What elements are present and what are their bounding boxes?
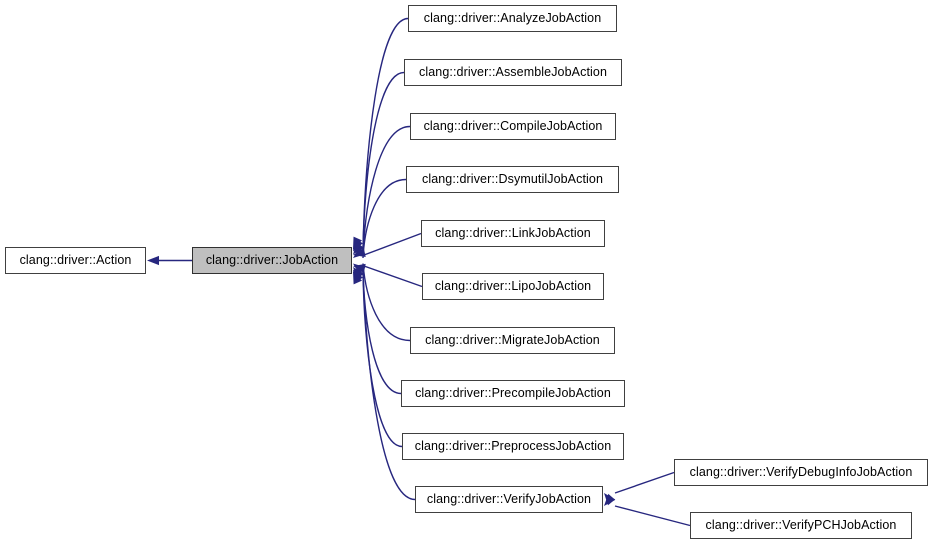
arrowhead-compile-to-jobaction — [353, 242, 365, 255]
class-node-label: clang::driver::JobAction — [205, 253, 339, 268]
class-node-assemble[interactable]: clang::driver::AssembleJobAction — [404, 59, 622, 86]
arrowhead-verify-to-jobaction — [353, 271, 363, 285]
class-node-verify[interactable]: clang::driver::VerifyJobAction — [415, 486, 603, 513]
edge-assemble-to-jobaction — [362, 71, 405, 252]
arrowhead-verifypch-to-verify — [604, 493, 616, 506]
edge-precompile-to-jobaction — [362, 266, 402, 395]
class-node-label: clang::driver::Action — [19, 253, 132, 268]
class-node-label: clang::driver::AnalyzeJobAction — [423, 11, 602, 26]
class-node-precompile[interactable]: clang::driver::PrecompileJobAction — [401, 380, 625, 407]
class-node-label: clang::driver::CompileJobAction — [423, 119, 603, 134]
class-node-label: clang::driver::LinkJobAction — [435, 226, 591, 241]
class-node-lipo[interactable]: clang::driver::LipoJobAction — [422, 273, 604, 300]
edge-compile-to-jobaction — [362, 125, 411, 255]
class-node-compile[interactable]: clang::driver::CompileJobAction — [410, 113, 616, 140]
class-node-action[interactable]: clang::driver::Action — [5, 247, 146, 274]
class-node-label: clang::driver::AssembleJobAction — [418, 65, 607, 80]
arrowhead-dsymutil-to-jobaction — [353, 246, 366, 258]
class-node-label: clang::driver::DsymutilJobAction — [421, 172, 604, 187]
arrowhead-link-to-jobaction — [353, 247, 366, 257]
edge-verifydebuginfo-to-verify — [614, 471, 675, 494]
class-node-jobaction[interactable]: clang::driver::JobAction — [192, 247, 352, 274]
arrowhead-lipo-to-jobaction — [353, 263, 366, 273]
edge-migrate-to-jobaction — [362, 263, 411, 342]
edge-lipo-to-jobaction — [363, 265, 423, 288]
arrowhead-verifydebuginfo-to-verify — [604, 493, 616, 506]
class-node-label: clang::driver::PreprocessJobAction — [414, 439, 612, 454]
edge-verifypch-to-verify — [614, 505, 691, 527]
class-node-preprocess[interactable]: clang::driver::PreprocessJobAction — [402, 433, 624, 460]
class-node-link[interactable]: clang::driver::LinkJobAction — [421, 220, 605, 247]
class-node-verifydebuginfo[interactable]: clang::driver::VerifyDebugInfoJobAction — [674, 459, 928, 486]
arrowhead-assemble-to-jobaction — [353, 238, 363, 252]
class-node-label: clang::driver::VerifyPCHJobAction — [705, 518, 897, 533]
arrowhead-migrate-to-jobaction — [353, 263, 366, 275]
class-node-verifypch[interactable]: clang::driver::VerifyPCHJobAction — [690, 512, 912, 539]
class-node-label: clang::driver::MigrateJobAction — [425, 333, 600, 348]
arrowhead-jobaction-to-action — [147, 255, 159, 266]
class-node-analyze[interactable]: clang::driver::AnalyzeJobAction — [408, 5, 617, 32]
arrowhead-precompile-to-jobaction — [353, 267, 365, 280]
class-node-label: clang::driver::VerifyDebugInfoJobAction — [689, 465, 913, 480]
class-node-migrate[interactable]: clang::driver::MigrateJobAction — [410, 327, 615, 354]
edge-link-to-jobaction — [363, 232, 422, 256]
class-node-label: clang::driver::LipoJobAction — [434, 279, 592, 294]
class-node-label: clang::driver::PrecompileJobAction — [415, 386, 611, 401]
edge-dsymutil-to-jobaction — [362, 178, 407, 259]
class-node-dsymutil[interactable]: clang::driver::DsymutilJobAction — [406, 166, 619, 193]
arrowhead-preprocess-to-jobaction — [353, 269, 363, 283]
edge-preprocess-to-jobaction — [362, 269, 403, 448]
edge-analyze-to-jobaction — [362, 17, 409, 250]
class-node-label: clang::driver::VerifyJobAction — [426, 492, 592, 507]
arrowhead-analyze-to-jobaction — [353, 236, 362, 250]
